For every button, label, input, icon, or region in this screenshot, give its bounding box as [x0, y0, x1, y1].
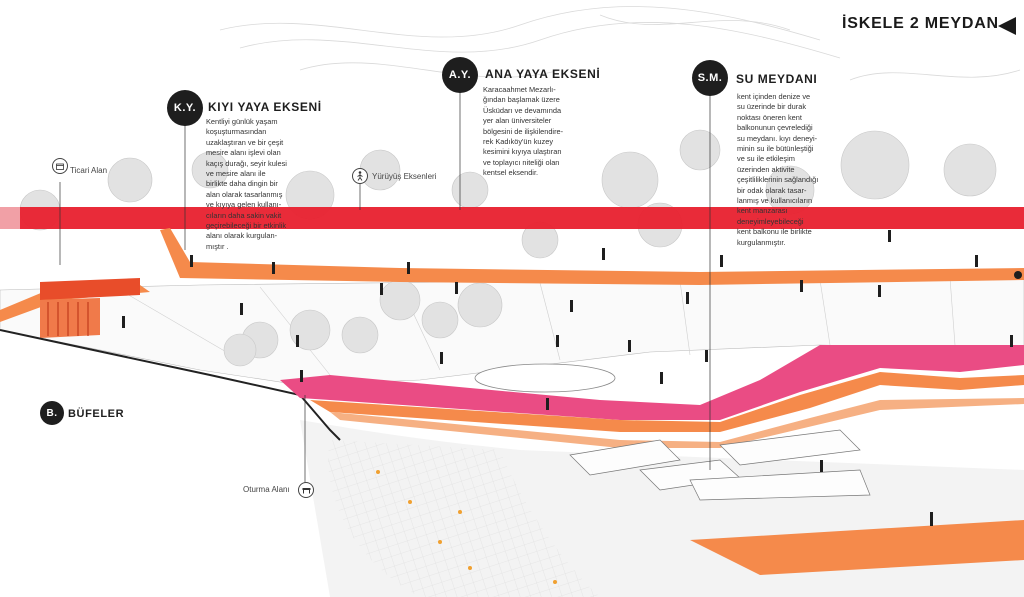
ky-description: Kentliyi günlük yaşam koşuşturmasından u… [206, 117, 287, 251]
ky-title: KIYI YAYA EKSENİ [208, 100, 322, 114]
background-contours [219, 6, 1021, 81]
ay-title: ANA YAYA EKSENİ [485, 67, 601, 81]
kiosk-buffet [40, 278, 140, 338]
water-platforms [569, 429, 871, 501]
coastal-pedestrian-red-band [0, 207, 1024, 229]
ay-description: Karacaahmet Mezarlı- ğından başlamak üze… [483, 85, 564, 178]
b-title: BÜFELER [68, 408, 125, 420]
sm-title: SU MEYDANI [736, 72, 818, 86]
bench-icon [298, 482, 314, 498]
water-square-deck [280, 345, 1024, 420]
ay-badge: A.Y. [442, 57, 478, 93]
ticari-alan-label: Ticari Alan [70, 166, 108, 175]
sm-description: kent içinden denize ve su üzerinde bir d… [737, 92, 819, 247]
main-pedestrian-path [160, 228, 1024, 285]
page-title: İSKELE 2 MEYDAN [842, 15, 999, 32]
ky-badge: K.Y. [167, 90, 203, 126]
ticari-alan-icon [52, 158, 68, 174]
sea-grid [328, 440, 600, 597]
leader-lines [59, 90, 711, 482]
walking-person-icon [352, 168, 368, 184]
sea-markers [376, 470, 557, 584]
title-arrow-icon [998, 17, 1016, 35]
oval-planter [474, 363, 616, 393]
oturma-alani-label: Oturma Alanı [243, 485, 290, 494]
people-silhouettes [122, 230, 1022, 526]
yuruyus-eksenleri-label: Yürüyüş Eksenleri [372, 172, 437, 181]
sm-badge: S.M. [692, 60, 728, 96]
b-badge: B. [40, 401, 64, 425]
lower-orange-strip [690, 520, 1024, 575]
deck-orange-edge [310, 372, 1024, 432]
